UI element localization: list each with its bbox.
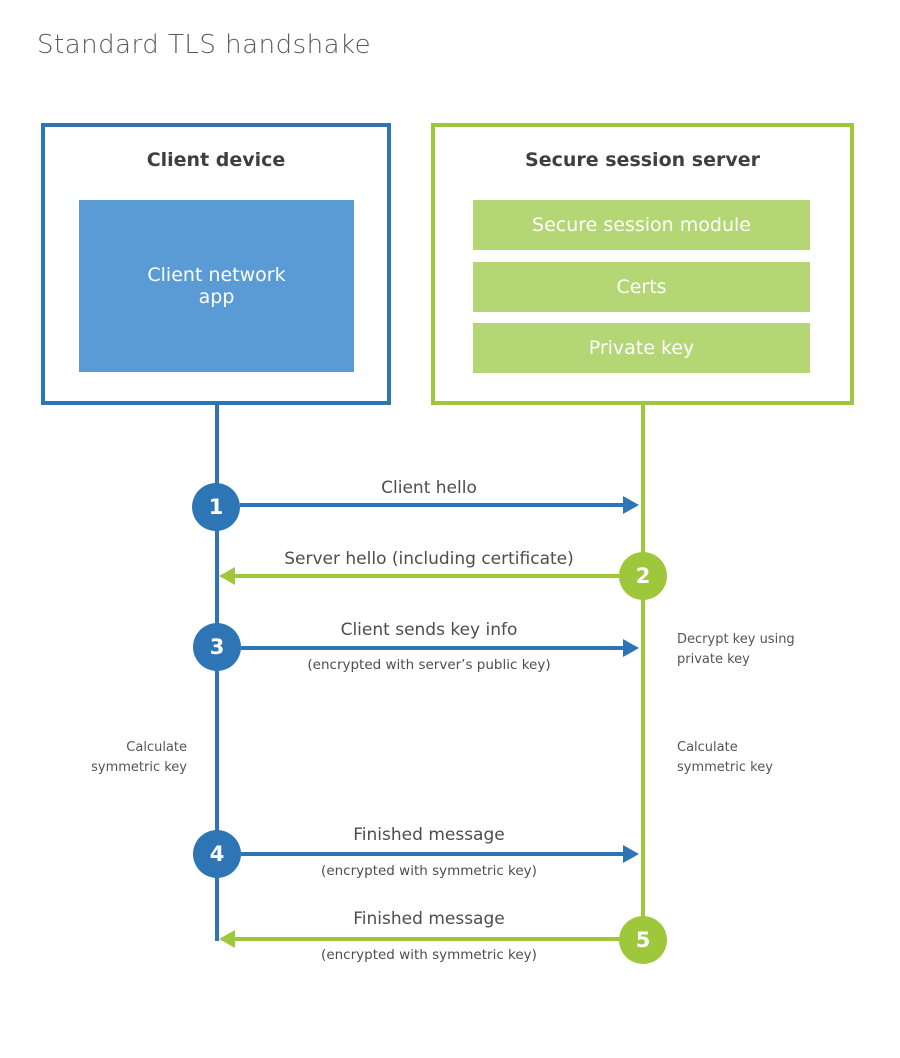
server-certs-bar: Certs [473, 262, 810, 312]
step5-message-label: Finished message [353, 909, 505, 929]
step5-arrow-left-icon [219, 930, 619, 948]
step4-message-subtext: (encrypted with symmetric key) [321, 863, 537, 879]
server-private-key-label: Private key [588, 337, 695, 359]
step4-badge: 4 [193, 830, 241, 878]
step2-badge: 2 [619, 552, 667, 600]
step2-arrow-left-icon [219, 567, 620, 585]
client-lifeline [215, 403, 219, 941]
client-device-title: Client device [146, 149, 286, 171]
server-module-label: Secure session module [532, 214, 751, 236]
step1-arrow-right-icon [240, 496, 639, 514]
page-title: Standard TLS handshake [37, 30, 372, 60]
server-private-key-bar: Private key [473, 323, 810, 373]
client-network-app-box: Client network app [79, 200, 354, 372]
step5-badge: 5 [619, 916, 667, 964]
note-calc-symmetric-right: Calculate symmetric key [677, 740, 773, 776]
server-certs-label: Certs [616, 276, 667, 298]
server-lifeline [641, 403, 645, 941]
step3-message-label: Client sends key info [340, 620, 518, 640]
secure-session-server-title: Secure session server [525, 149, 760, 171]
secure-session-server-box: Secure session server Secure session mod… [431, 123, 854, 405]
step3-message-subtext: (encrypted with server’s public key) [307, 657, 551, 673]
step1-badge: 1 [192, 483, 240, 531]
step4-arrow-right-icon [241, 845, 639, 863]
step1-message-label: Client hello [381, 478, 477, 498]
step3-arrow-right-icon [241, 639, 639, 657]
step2-message-label: Server hello (including certificate) [284, 549, 574, 569]
note-calc-symmetric-left: Calculate symmetric key [91, 740, 187, 776]
note-decrypt-key: Decrypt key using private key [677, 632, 795, 668]
step5-message-subtext: (encrypted with symmetric key) [321, 947, 537, 963]
step3-badge: 3 [193, 623, 241, 671]
client-device-box: Client device Client network app [41, 123, 391, 405]
client-network-app-label: Client network app [147, 264, 286, 308]
step4-message-label: Finished message [353, 825, 505, 845]
server-module-bar: Secure session module [473, 200, 810, 250]
